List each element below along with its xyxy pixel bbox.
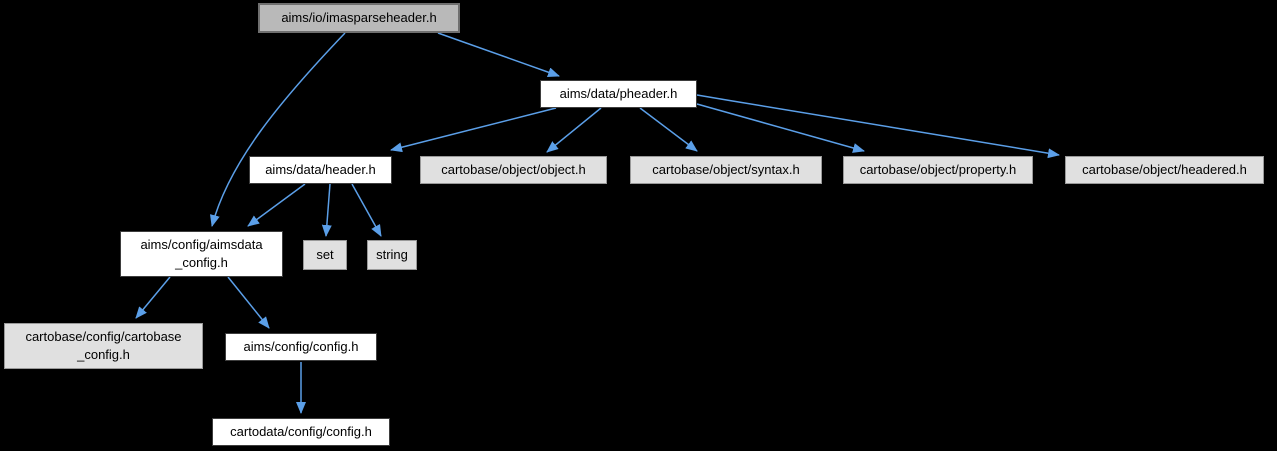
edge-pheader-header	[390, 107, 557, 153]
node-aims-config[interactable]: aims/config/config.h	[225, 333, 377, 361]
edge-pheader-property	[696, 103, 865, 153]
edge-pheader-headered	[696, 94, 1060, 159]
node-cartobase-config: cartobase/config/cartobase _config.h	[4, 323, 203, 369]
node-aimsdata-config[interactable]: aims/config/aimsdata _config.h	[120, 231, 283, 277]
node-cartobase-headered: cartobase/object/headered.h	[1065, 156, 1264, 184]
node-header[interactable]: aims/data/header.h	[249, 156, 392, 184]
edge-header-string	[351, 183, 382, 237]
node-set: set	[303, 240, 347, 270]
edge-pheader-object	[546, 107, 602, 153]
node-imasparseheader: aims/io/imasparseheader.h	[258, 3, 460, 33]
node-cartobase-property: cartobase/object/property.h	[843, 156, 1033, 184]
edge-imasparseheader-pheader	[437, 32, 560, 78]
edge-pheader-syntax	[639, 107, 698, 152]
node-cartodata-config[interactable]: cartodata/config/config.h	[212, 418, 390, 446]
edge-header-set	[321, 183, 332, 237]
edge-aimsdata-config-cartobase-config	[135, 276, 171, 319]
edge-imasparseheader-aimsdata-config	[209, 32, 346, 227]
node-cartobase-object: cartobase/object/object.h	[420, 156, 607, 184]
edge-header-aimsdata-config	[247, 183, 306, 227]
node-pheader[interactable]: aims/data/pheader.h	[540, 80, 697, 108]
node-cartobase-syntax: cartobase/object/syntax.h	[630, 156, 822, 184]
edge-aimsdata-config-aims-config	[227, 276, 270, 329]
node-string: string	[367, 240, 417, 270]
